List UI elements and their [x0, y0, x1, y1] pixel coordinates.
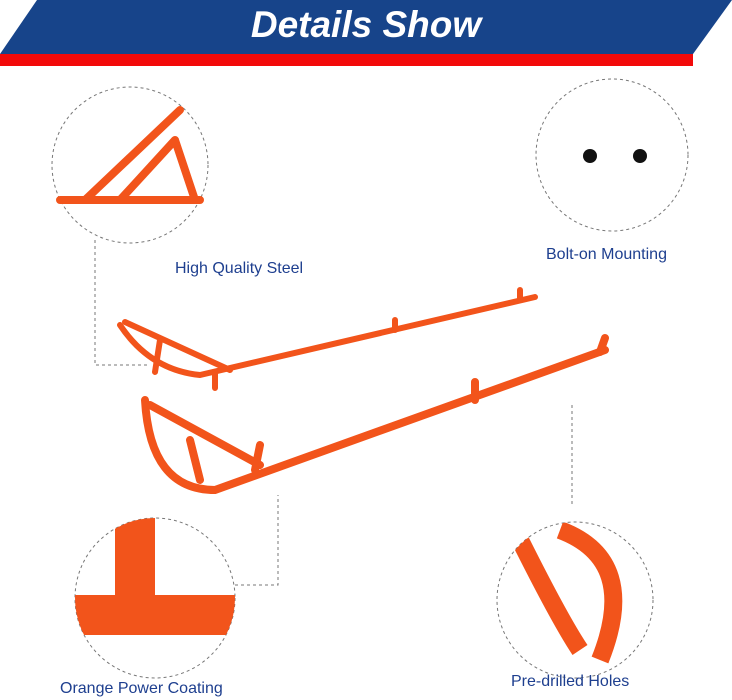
feature-label-coating: Orange Power Coating: [60, 680, 223, 697]
feature-label-holes: Pre-drilled Holes: [511, 673, 630, 690]
page-title: Details Show: [250, 4, 482, 45]
connector-lines: [94, 240, 573, 586]
detail-circle-steel: [51, 86, 209, 244]
rail-upper: [117, 287, 538, 391]
feature-label-bolts: Bolt-on Mounting: [546, 246, 667, 263]
detail-circle-coating: [74, 517, 236, 679]
rail-lower: [141, 334, 609, 495]
detail-circle-holes: [496, 521, 654, 679]
feature-label-steel: High Quality Steel: [175, 260, 304, 277]
banner-blue: [0, 0, 732, 54]
detail-circle-bolts: [535, 78, 689, 232]
banner-red-stripe: [0, 54, 693, 66]
